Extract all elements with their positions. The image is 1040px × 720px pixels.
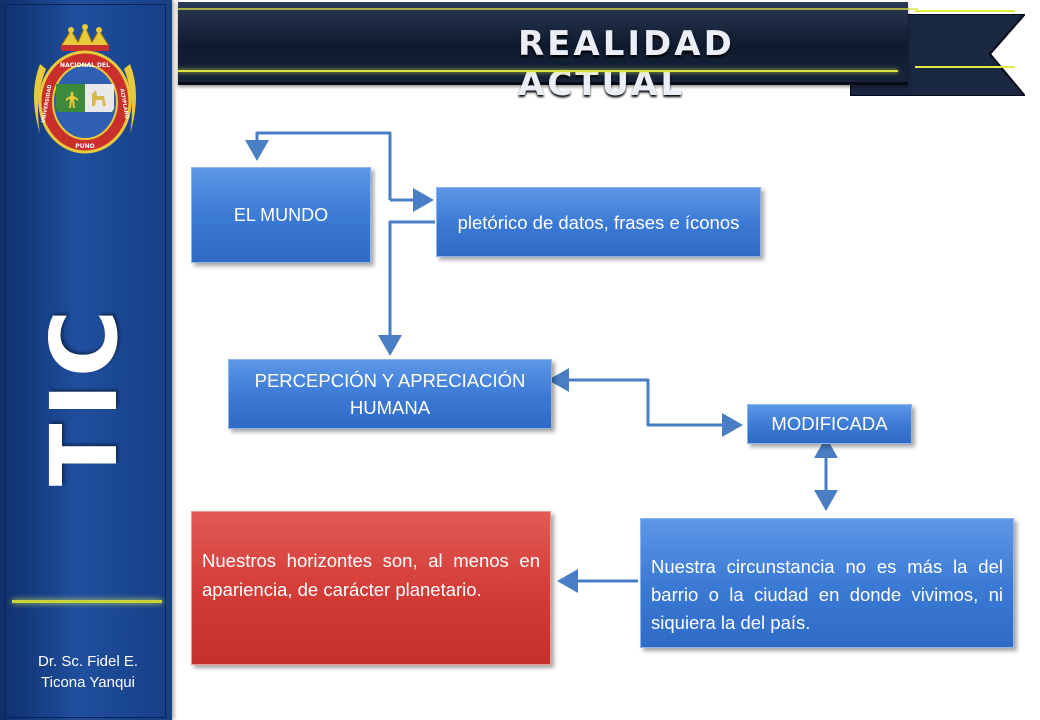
node-pletorico: pletórico de datos, frases e íconos xyxy=(436,187,761,257)
title-accent-line-right-bottom xyxy=(915,66,1015,68)
sidebar-frame xyxy=(4,4,166,718)
svg-text:NACIONAL DEL: NACIONAL DEL xyxy=(60,62,110,69)
node-circunstancia-label: Nuestra circunstancia no es más la del b… xyxy=(651,556,1003,633)
node-pletorico-label: pletórico de datos, frases e íconos xyxy=(457,211,740,233)
title-accent-line-bottom xyxy=(178,70,898,72)
sidebar-divider xyxy=(12,600,162,603)
page-title: REALIDAD ACTUAL xyxy=(518,24,735,104)
node-horizontes: Nuestros horizontes son, al menos en apa… xyxy=(191,511,551,665)
author-line-1: Dr. Sc. Fidel E. xyxy=(37,653,139,670)
connector-loop-to-mundo xyxy=(245,131,392,200)
node-modificada: MODIFICADA xyxy=(747,404,912,444)
title-accent-line-top xyxy=(178,8,918,10)
node-horizontes-label: Nuestros horizontes son, al menos en apa… xyxy=(202,550,540,600)
svg-text:PUNO: PUNO xyxy=(75,143,94,150)
sidebar: NACIONAL DEL PUNO UNIVERSIDAD ALTIPLANO … xyxy=(0,0,172,720)
connector-pletorico-to-percepcion xyxy=(378,220,435,356)
university-logo: NACIONAL DEL PUNO UNIVERSIDAD ALTIPLANO xyxy=(34,24,136,154)
title-accent-line-right-top xyxy=(915,10,1015,12)
node-modificada-label: MODIFICADA xyxy=(771,413,888,434)
node-mundo-label: EL MUNDO xyxy=(233,204,329,225)
node-mundo: EL MUNDO xyxy=(191,167,371,263)
crown-icon xyxy=(60,24,110,51)
svg-text:ALTIPLANO: ALTIPLANO xyxy=(118,88,129,119)
node-percepcion: PERCEPCIÓN Y APRECIACIÓN HUMANA xyxy=(228,359,552,429)
node-circunstancia: Nuestra circunstancia no es más la del b… xyxy=(640,518,1014,648)
author-credit: Dr. Sc. Fidel E. Ticona Yanqui xyxy=(8,651,168,693)
node-percepcion-label: PERCEPCIÓN Y APRECIACIÓN HUMANA xyxy=(254,370,526,418)
connector-percepcion-modificada xyxy=(548,368,743,437)
author-line-2: Ticona Yanqui xyxy=(41,674,135,691)
